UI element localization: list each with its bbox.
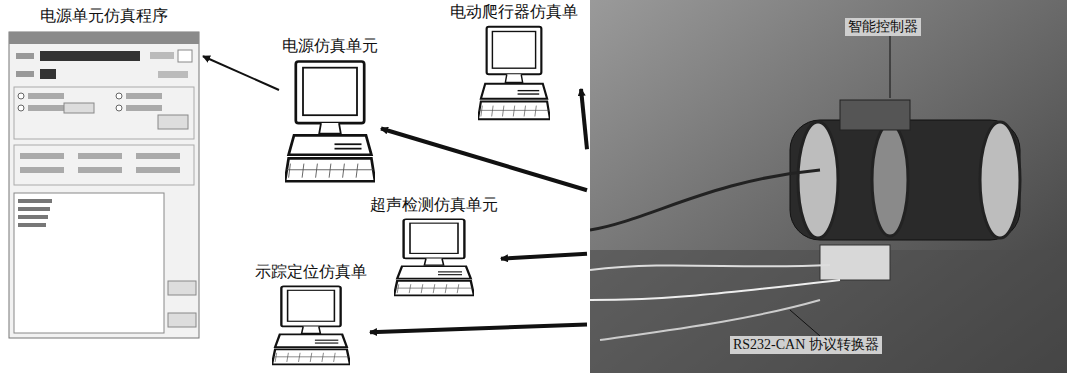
computer-icon (394, 217, 474, 301)
program-screenshot (8, 31, 200, 341)
computer-node: 电动爬行器仿真单 (450, 2, 578, 126)
part-label: RS232-CAN 协议转换器 (730, 336, 882, 354)
arrow-connector (370, 325, 587, 333)
computer-icon (478, 24, 550, 126)
arrow-connector (381, 129, 587, 191)
program-window: 电源单元仿真程序 (8, 6, 200, 341)
computer-node: 电源仿真单元 (282, 36, 378, 190)
node-title: 电动爬行器仿真单 (450, 2, 578, 21)
computer-icon (272, 284, 350, 370)
node-title: 电源单元仿真程序 (40, 6, 168, 25)
part-label: 智能控制器 (845, 18, 921, 36)
node-title: 超声检测仿真单元 (370, 195, 498, 214)
node-title: 示踪定位仿真单 (255, 262, 367, 281)
robot-photo (590, 0, 1067, 373)
robot-photo-panel: 智能控制器 RS232-CAN 协议转换器 (590, 0, 1067, 373)
node-title: 电源仿真单元 (282, 36, 378, 55)
arrow-connector (203, 56, 279, 90)
computer-icon (285, 58, 375, 190)
arrow-connector (581, 89, 587, 149)
computer-node: 示踪定位仿真单 (255, 262, 367, 370)
arrow-connector (501, 254, 587, 259)
computer-node: 超声检测仿真单元 (370, 195, 498, 301)
